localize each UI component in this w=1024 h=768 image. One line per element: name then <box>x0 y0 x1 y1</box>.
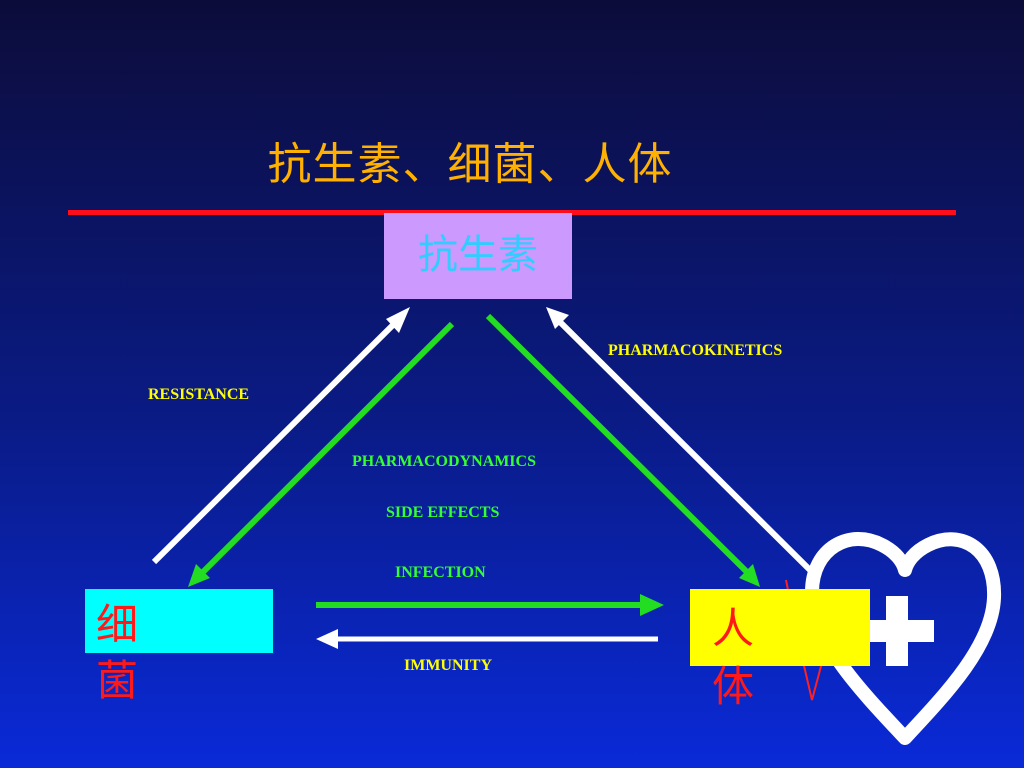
title-divider <box>68 210 956 215</box>
label-side-effects: SIDE EFFECTS <box>386 504 500 521</box>
label-pharmacokinetics: PHARMACOKINETICS <box>608 342 783 359</box>
node-bacteria-box <box>85 589 273 653</box>
node-human-label: 人体 <box>711 604 754 711</box>
label-infection: INFECTION <box>395 564 486 581</box>
arrow-side-effects <box>485 313 760 587</box>
arrow-infection <box>316 594 664 616</box>
arrow-pharmacodynamics <box>188 321 455 587</box>
arrow-immunity <box>316 629 658 649</box>
label-resistance: RESISTANCE <box>148 386 250 403</box>
node-antibiotic-label: 抗生素 <box>418 232 538 278</box>
arrow-resistance <box>151 307 410 565</box>
node-antibiotic-box <box>384 213 572 299</box>
node-bacteria-label: 细菌 <box>96 600 139 705</box>
arrow-pharmacokinetics <box>546 307 813 573</box>
label-pharmacodynamics: PHARMACODYNAMICS <box>352 453 536 470</box>
page-title: 抗生素、细菌、人体 <box>267 139 673 190</box>
label-immunity: IMMUNITY <box>404 657 492 674</box>
node-human-box <box>690 589 870 666</box>
